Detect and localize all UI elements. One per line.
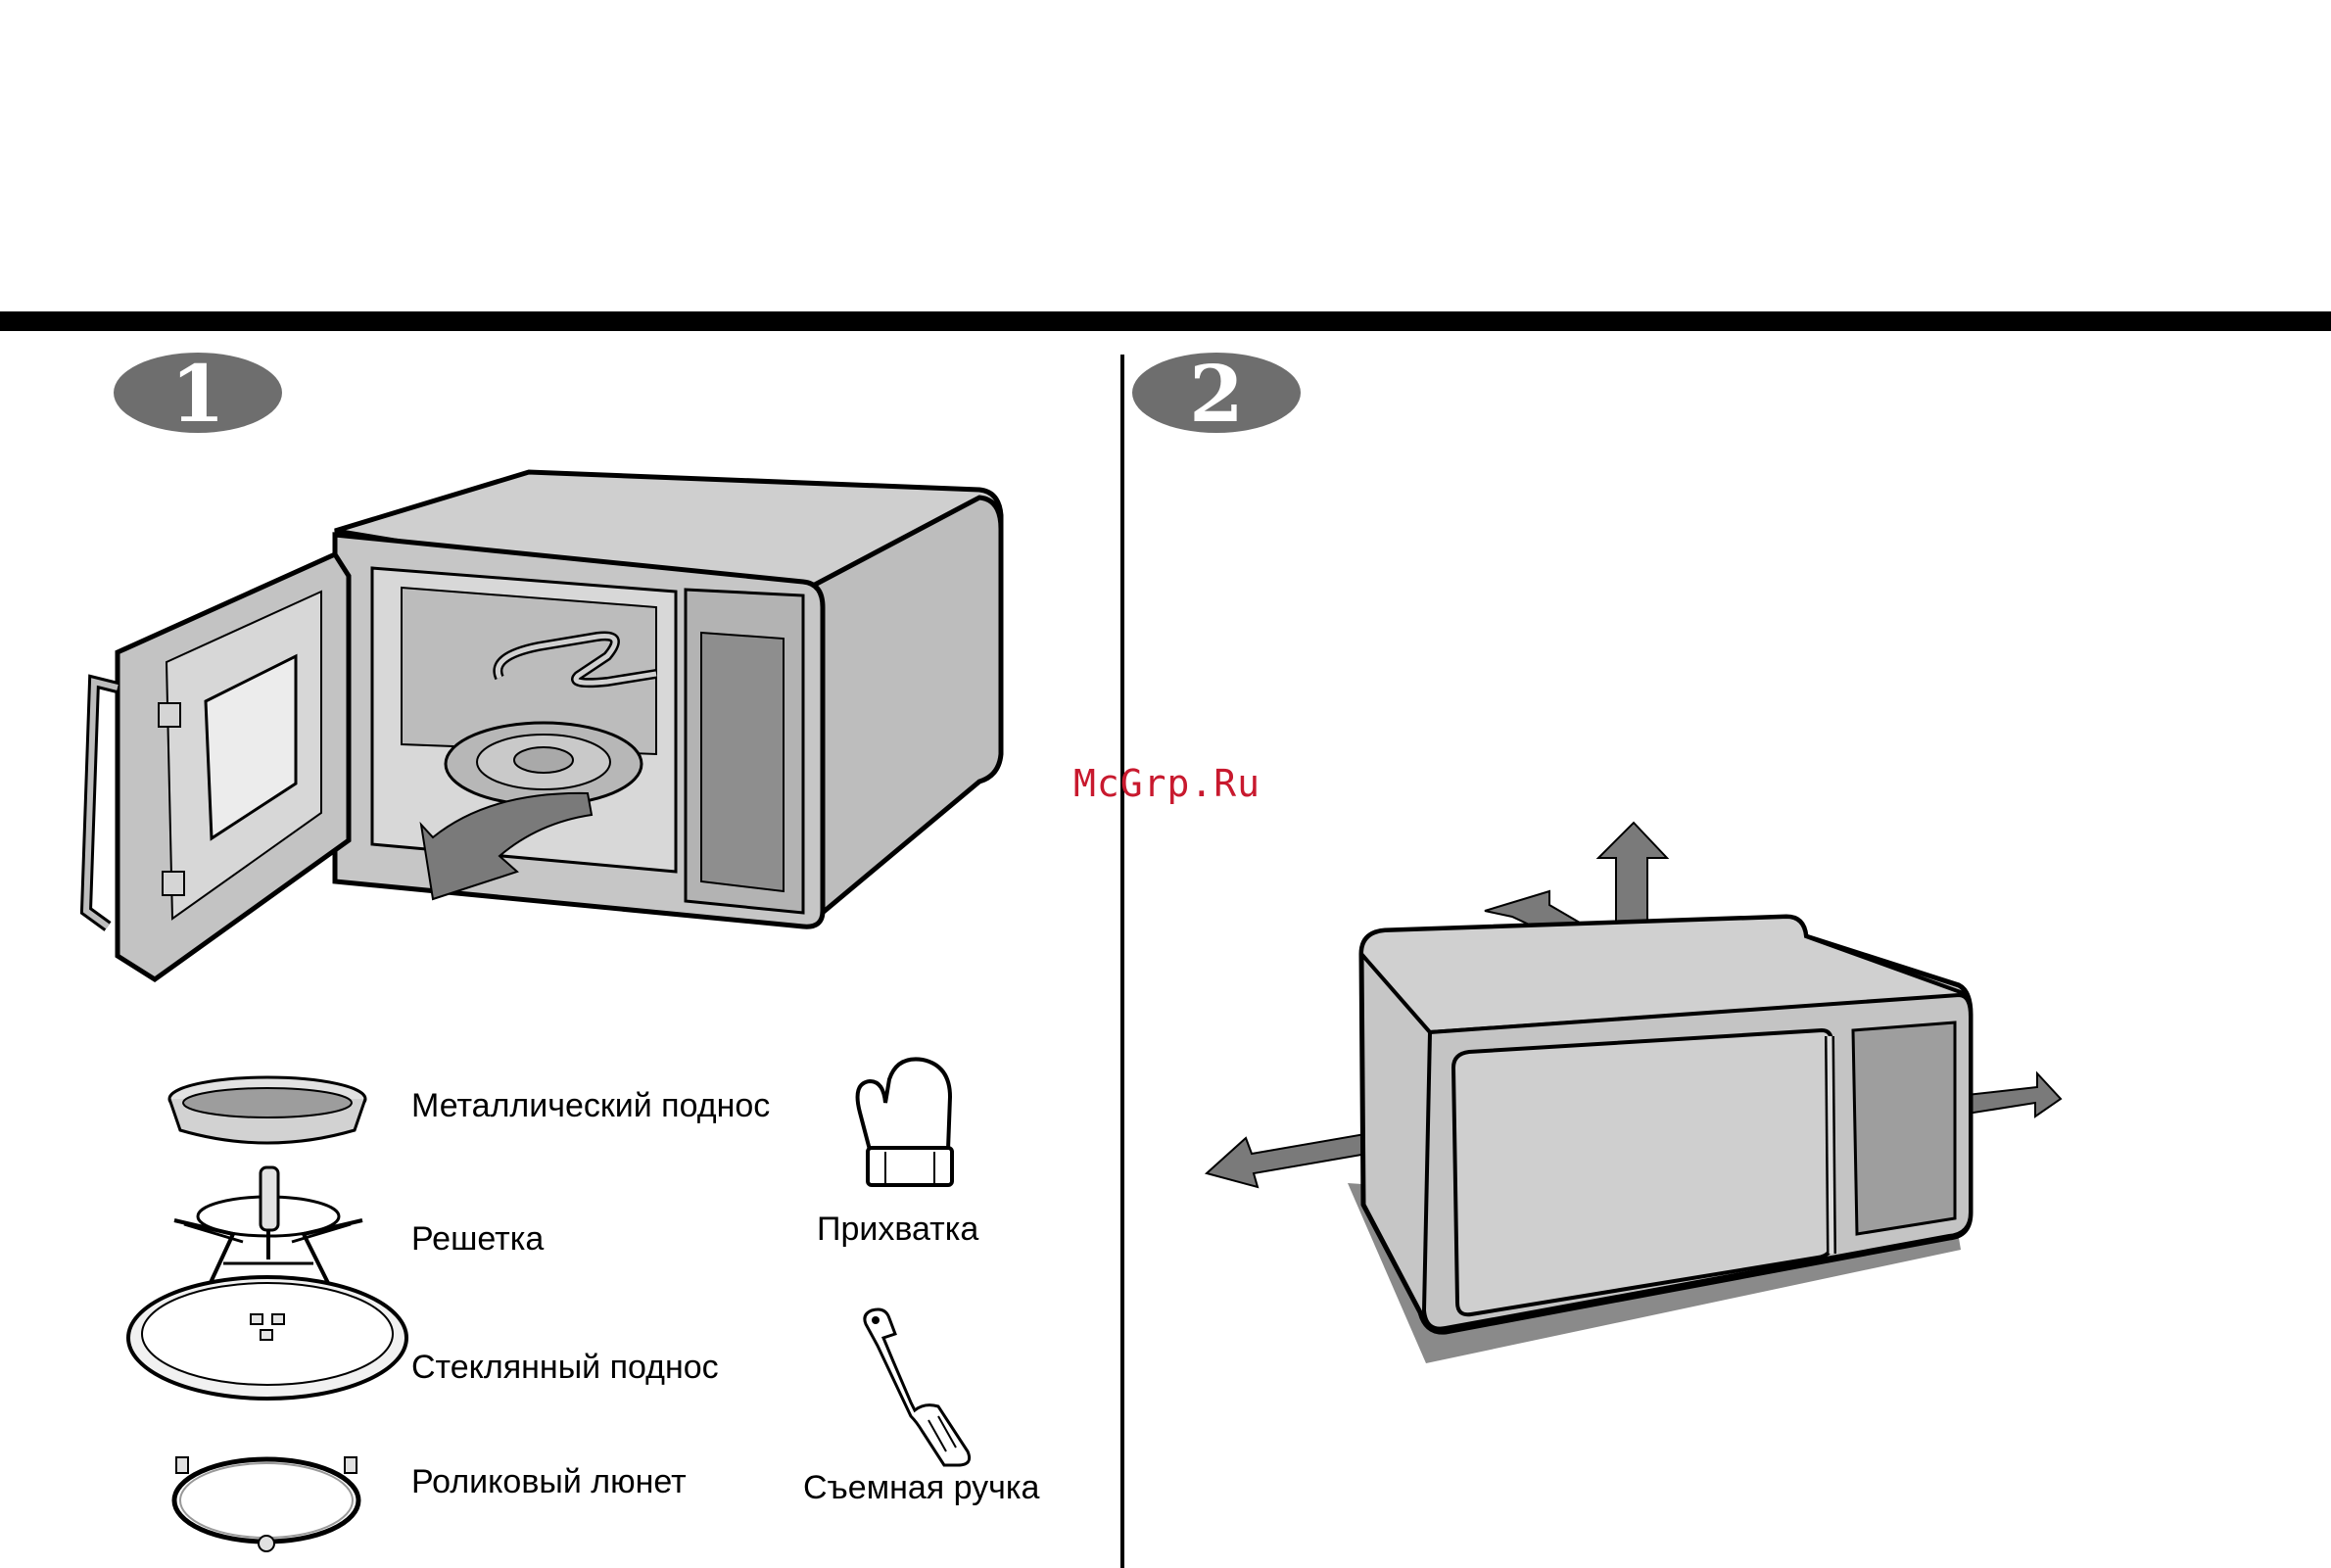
removable-handle-icon <box>856 1305 993 1469</box>
column-divider <box>1120 355 1124 1568</box>
step-1-badge: 1 <box>114 353 282 433</box>
removable-handle-label: Съемная ручка <box>803 1469 1039 1506</box>
step-1-number: 1 <box>170 348 225 440</box>
header-rule <box>0 311 2331 331</box>
installation-clearance-illustration <box>1195 823 2076 1371</box>
rack-label: Решетка <box>411 1220 544 1258</box>
roller-ring-label: Роликовый люнет <box>411 1463 687 1500</box>
metal-tray-icon <box>165 1073 370 1148</box>
oven-mitt-label: Прихватка <box>817 1211 978 1248</box>
watermark: McGrp.Ru <box>1073 762 1261 805</box>
open-microwave-illustration <box>78 460 1019 989</box>
roller-ring-icon <box>168 1448 364 1557</box>
glass-tray-label: Стеклянный поднос <box>411 1349 719 1386</box>
step-2-badge: 2 <box>1132 353 1301 433</box>
glass-tray-icon <box>125 1273 409 1402</box>
metal-tray-label: Металлический поднос <box>411 1087 770 1124</box>
step-2-number: 2 <box>1189 348 1244 440</box>
oven-mitt-icon <box>850 1054 968 1191</box>
